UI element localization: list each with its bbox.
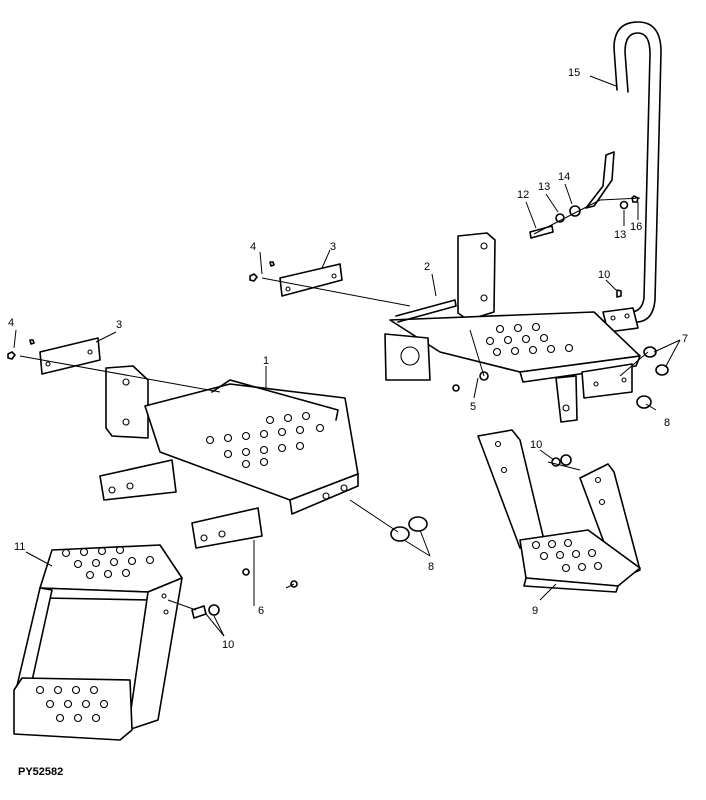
callout-14: 14 bbox=[558, 171, 570, 183]
callout-13: 13 bbox=[614, 229, 626, 241]
callout-6: 6 bbox=[258, 605, 264, 617]
callout-4: 4 bbox=[8, 317, 14, 329]
callout-3: 3 bbox=[116, 319, 122, 331]
left-step-bracket-part bbox=[99, 365, 359, 549]
lower-left-step-part bbox=[13, 544, 183, 741]
callout-1: 1 bbox=[263, 355, 269, 367]
callout-7: 7 bbox=[682, 333, 688, 345]
callout-16: 16 bbox=[630, 221, 642, 233]
callout-11: 11 bbox=[14, 541, 25, 553]
callout-3: 3 bbox=[330, 241, 336, 253]
callout-2: 2 bbox=[424, 261, 430, 273]
callout-15: 15 bbox=[568, 67, 580, 79]
figure-code: PY52582 bbox=[18, 766, 63, 778]
callout-12: 12 bbox=[517, 189, 529, 201]
callout-10: 10 bbox=[222, 639, 234, 651]
callout-8: 8 bbox=[664, 417, 670, 429]
assembly-center-lines bbox=[19, 197, 649, 611]
callout-8: 8 bbox=[428, 561, 434, 573]
callout-5: 5 bbox=[470, 401, 476, 413]
callout-10: 10 bbox=[598, 269, 610, 281]
upper-plate-part bbox=[279, 263, 343, 297]
right-step-bracket-part bbox=[384, 232, 641, 423]
callout-13: 13 bbox=[538, 181, 550, 193]
grab-handle-part bbox=[585, 21, 662, 333]
callout-leader-lines bbox=[13, 75, 681, 637]
callout-4: 4 bbox=[250, 241, 256, 253]
callout-9: 9 bbox=[532, 605, 538, 617]
lower-plate-part bbox=[39, 337, 101, 375]
callout-10: 10 bbox=[530, 439, 542, 451]
callout-labels: 15 12 13 14 13 16 4 3 2 10 4 3 7 1 5 8 1… bbox=[8, 67, 688, 651]
lower-right-step-part bbox=[477, 429, 641, 593]
